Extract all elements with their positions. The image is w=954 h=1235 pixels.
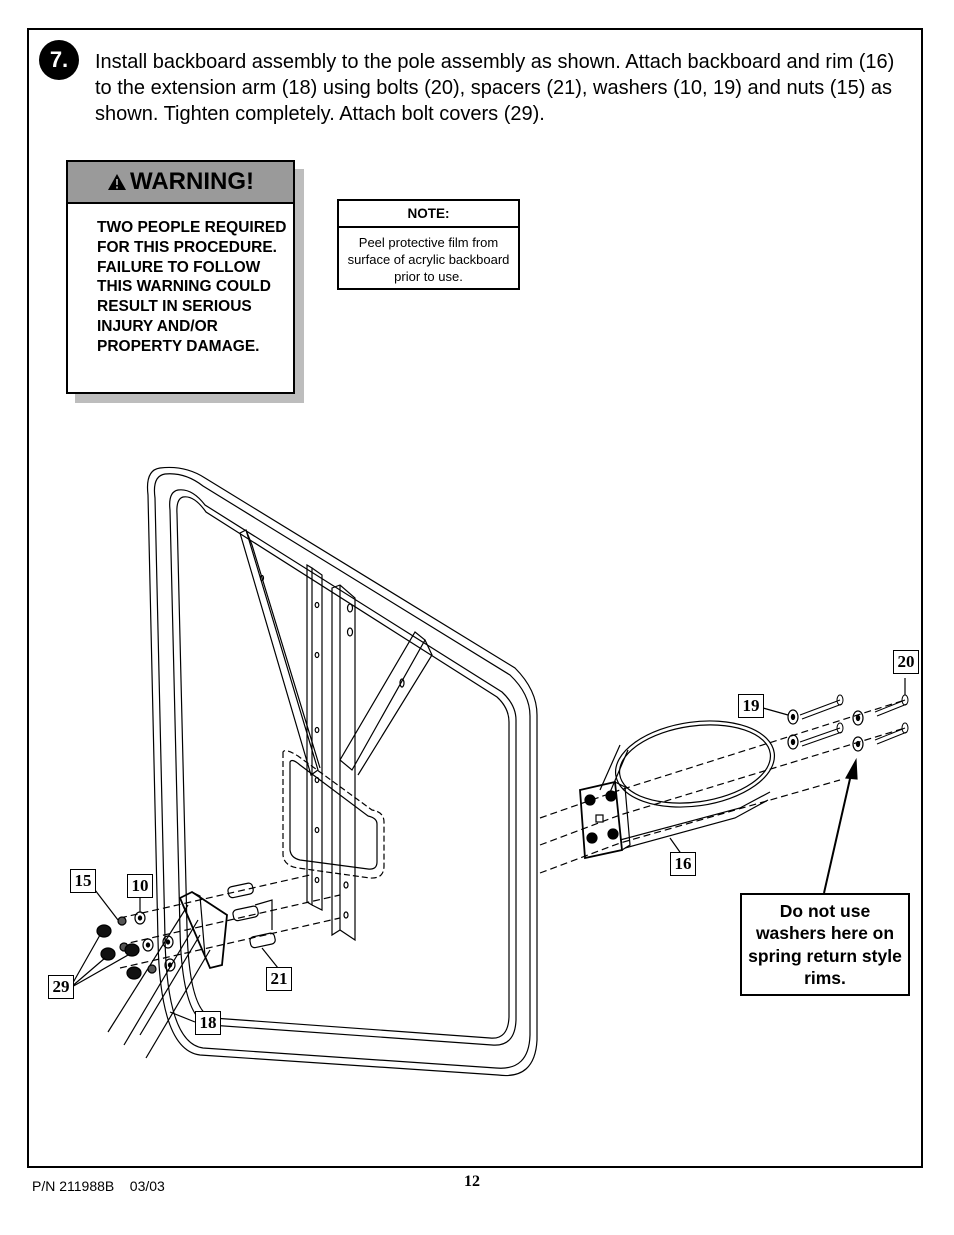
washer-19-b <box>787 734 799 750</box>
leader-29 <box>69 934 129 989</box>
bolt-line-2 <box>539 727 906 846</box>
page-number: 12 <box>464 1173 480 1190</box>
washer-10-c <box>162 935 174 949</box>
leader-19 <box>762 707 789 716</box>
callout-16: 16 <box>670 852 696 876</box>
page-frame <box>27 28 923 1168</box>
warning-text: TWO PEOPLE REQUIRED FOR THIS PROCEDURE. … <box>97 219 287 355</box>
rim-brace <box>599 744 621 791</box>
washer-10-b <box>142 938 154 952</box>
spacer-21-c <box>249 932 276 949</box>
step-instruction: Install backboard assembly to the pole a… <box>95 51 895 125</box>
backboard-target-box-inner <box>289 759 378 870</box>
callout-15: 15 <box>70 869 96 893</box>
rim-washer-note: Do not use washers here on spring return… <box>740 893 910 996</box>
callout-18: 18 <box>195 1011 221 1035</box>
leader-21 <box>261 947 279 969</box>
spacer-21-a <box>227 882 254 899</box>
washer-19-c <box>852 710 864 726</box>
note-arrow-head <box>845 757 858 780</box>
note-title: NOTE: <box>339 201 518 228</box>
callout-21: 21 <box>266 967 292 991</box>
bolt-cover-29-c <box>124 943 140 957</box>
leader-18 <box>169 1011 196 1023</box>
bolt-cover-29-a <box>96 924 112 938</box>
warning-header: WARNING! <box>68 162 293 204</box>
callout-19: 19 <box>738 694 764 718</box>
bolt-line-3 <box>539 779 841 874</box>
washer-19-d <box>852 736 864 752</box>
spacer-21-b <box>232 905 259 922</box>
bolt-20-b <box>874 699 906 713</box>
part-number: P/N 211988B 03/03 <box>32 1178 165 1194</box>
bolt-20-c <box>799 727 841 743</box>
nut-15-a <box>117 916 127 926</box>
washer-19-a <box>787 709 799 725</box>
backboard-inner-edge-2 <box>176 496 510 1039</box>
bolt-20-d <box>874 727 906 741</box>
note-text: Peel protective film from surface of acr… <box>347 235 510 284</box>
step-number-badge: 7. <box>39 40 79 80</box>
bolt-cover-29-d <box>126 966 142 980</box>
backboard-outer-edge-2 <box>153 473 531 1069</box>
callout-10: 10 <box>127 874 153 898</box>
bolt-line-5 <box>119 894 341 946</box>
backboard-brace-right <box>339 631 426 771</box>
nut-15-c <box>147 964 157 974</box>
note-box: NOTE: Peel protective film from surface … <box>337 199 520 290</box>
backboard-outer-edge <box>146 466 538 1077</box>
backboard-brace-left <box>239 529 319 776</box>
bolt-line-6 <box>119 917 341 969</box>
leader-15 <box>94 889 119 921</box>
extension-arm-tube-2 <box>139 934 201 1036</box>
callout-29: 29 <box>48 975 74 999</box>
warning-triangle-icon <box>108 174 126 190</box>
bolt-20-a <box>799 699 841 716</box>
backboard-target-box <box>282 750 385 879</box>
washer-10-d <box>164 958 176 972</box>
rim-hoop <box>614 720 776 808</box>
bolt-cover-29-b <box>100 947 116 961</box>
note-arrow-line <box>823 769 853 894</box>
warning-title: WARNING! <box>130 168 254 195</box>
warning-box: WARNING! TWO PEOPLE REQUIRED FOR THIS PR… <box>66 160 295 394</box>
backboard-inner-edge <box>169 489 517 1046</box>
rim-washer-note-text: Do not use washers here on spring return… <box>748 900 902 989</box>
step-number: 7. <box>49 47 69 72</box>
bolt-line-1 <box>539 699 906 819</box>
callout-20: 20 <box>893 650 919 674</box>
